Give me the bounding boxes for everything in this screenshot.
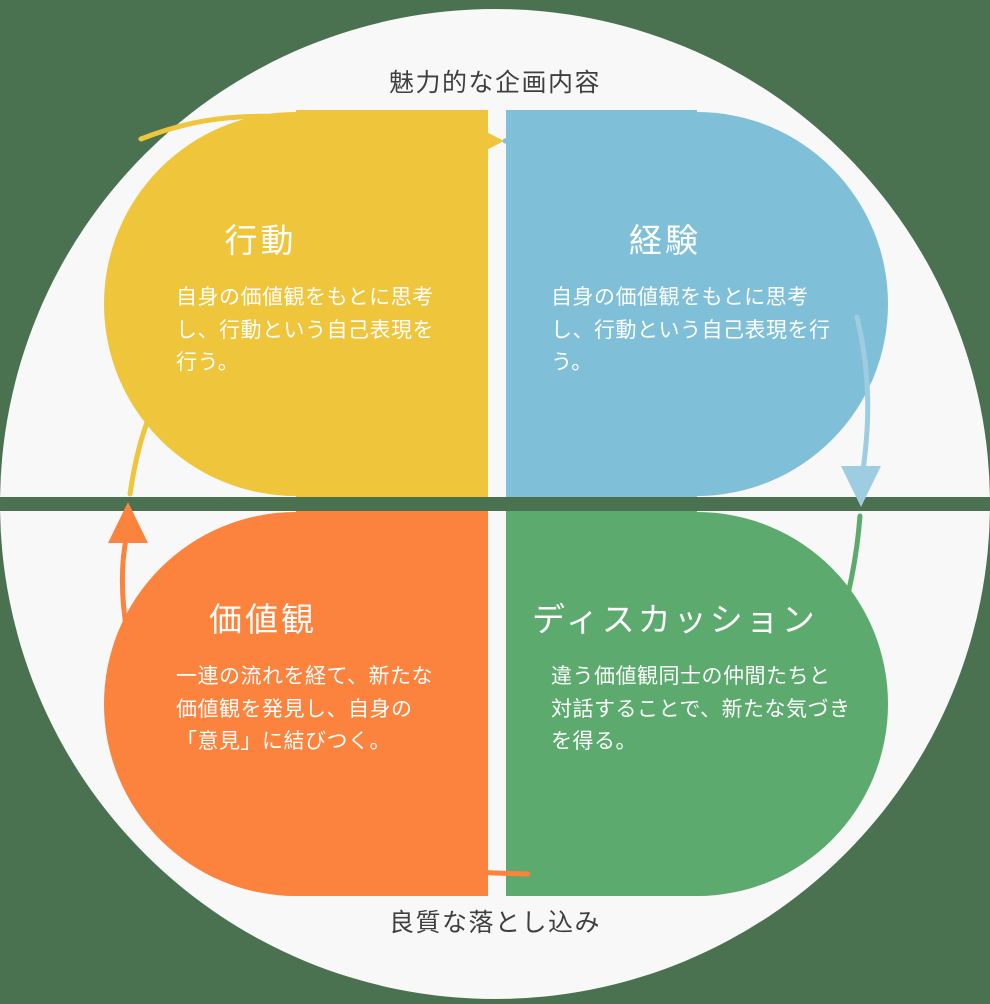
quadrant-shape-action [104,110,488,497]
quadrant-shape-discussion [506,511,888,896]
arrow-values-to-action [108,379,173,693]
arrowhead-left [529,853,570,895]
arrow-action-to-experience [138,113,814,191]
arrow-experience-to-discussion [797,314,881,719]
arrowhead-right [463,120,504,162]
center-divider-band [0,497,990,511]
quadrant-shape-values [104,511,488,896]
arrowhead-up [108,502,148,543]
arrow-discussion-to-values [324,809,851,895]
quadrant-shape-experience [506,110,888,497]
arrowhead-down [841,466,881,507]
